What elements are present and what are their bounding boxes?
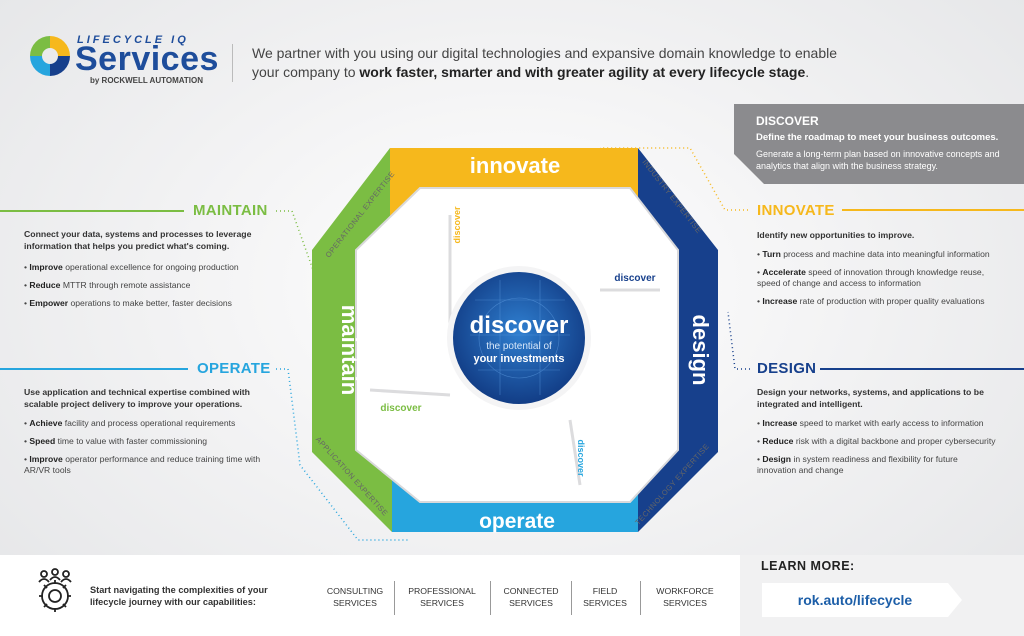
learn-more-label: LEARN MORE: — [761, 559, 855, 573]
innovate-title: INNOVATE — [757, 202, 835, 219]
tagline-line2: your company to — [252, 64, 360, 80]
innovate-label: innovate — [470, 153, 560, 178]
discover-maintain-label: discover — [380, 403, 421, 414]
maintain-bullets: • Improve operational excellence for ong… — [24, 262, 284, 309]
header-divider — [232, 44, 233, 82]
design-intro: Design your networks, systems, and appli… — [757, 387, 984, 409]
divider — [490, 581, 491, 615]
innovate-intro: Identify new opportunities to improve. — [757, 230, 915, 240]
tagline-bold: work faster, smarter and with greater ag… — [359, 64, 806, 80]
list-item: • Reduce risk with a digital backbone an… — [757, 436, 996, 446]
tagline: We partner with you using our digital te… — [252, 44, 852, 82]
center-subtitle-2: your investments — [473, 353, 564, 365]
discover-callout: DISCOVER Define the roadmap to meet your… — [734, 104, 1024, 184]
list-item: • Achieve facility and process operation… — [24, 418, 236, 428]
list-item: • Increase speed to market with early ac… — [757, 418, 984, 428]
capabilities-bar — [0, 555, 740, 636]
learn-more-link[interactable]: rok.auto/lifecycle — [762, 583, 962, 617]
discover-title: DISCOVER — [756, 114, 819, 128]
operate-title: OPERATE — [197, 360, 271, 377]
operate-label: operate — [479, 510, 555, 533]
center-subtitle-1: the potential of — [486, 341, 552, 352]
discover-operate-label: discover — [576, 439, 586, 477]
design-bullets: • Increase speed to market with early ac… — [757, 418, 997, 476]
list-item: • Design in system readiness and flexibi… — [757, 454, 958, 475]
lifecycle-logo-icon — [30, 36, 70, 76]
tagline-line1: We partner with you using our digital te… — [252, 45, 838, 61]
brand-services: Services — [75, 40, 219, 78]
list-item: • Speed time to value with faster commis… — [24, 436, 208, 446]
discover-subtitle: Define the roadmap to meet your business… — [756, 132, 999, 143]
capabilities-intro: Start navigating the complexities of you… — [90, 585, 268, 607]
maintain-intro: Connect your data, systems and processes… — [24, 229, 252, 251]
brand-by-rockwell: by ROCKWELL AUTOMATION — [90, 76, 204, 85]
operate-bullets: • Achieve facility and process operation… — [24, 418, 264, 476]
list-item: • Accelerate speed of innovation through… — [757, 267, 985, 288]
maintain-title: MAINTAIN — [193, 202, 268, 219]
center-title: discover — [470, 312, 569, 339]
team-gear-icon — [38, 568, 72, 612]
list-item: • Empower operations to make better, fas… — [24, 298, 232, 308]
list-item: • Turn process and machine data into mea… — [757, 249, 990, 259]
innovate-bullets: • Turn process and machine data into mea… — [757, 249, 997, 307]
learn-more-url[interactable]: rok.auto/lifecycle — [797, 592, 913, 608]
maintain-label: maintain — [337, 305, 362, 395]
tagline-period: . — [805, 64, 810, 80]
divider — [571, 581, 572, 615]
list-item: • Improve operator performance and reduc… — [24, 454, 261, 475]
operate-intro: Use application and technical expertise … — [24, 387, 250, 409]
list-item: • Increase rate of production with prope… — [757, 296, 985, 306]
list-item: • Improve operational excellence for ong… — [24, 262, 239, 272]
divider — [640, 581, 641, 615]
divider — [394, 581, 395, 615]
brand-lifecycle-iq: LIFECYCLE IQ — [77, 34, 189, 46]
center-circle — [453, 272, 585, 404]
lifecycle-octagon: innovate operate design maintain discove… — [312, 148, 718, 533]
discover-innovate-label: discover — [452, 206, 462, 244]
list-item: • Reduce MTTR through remote assistance — [24, 280, 191, 290]
design-label: design — [688, 315, 713, 386]
discover-design-label: discover — [614, 273, 655, 284]
design-title: DESIGN — [757, 360, 817, 377]
discover-description: Generate a long-term plan based on innov… — [756, 149, 1000, 171]
